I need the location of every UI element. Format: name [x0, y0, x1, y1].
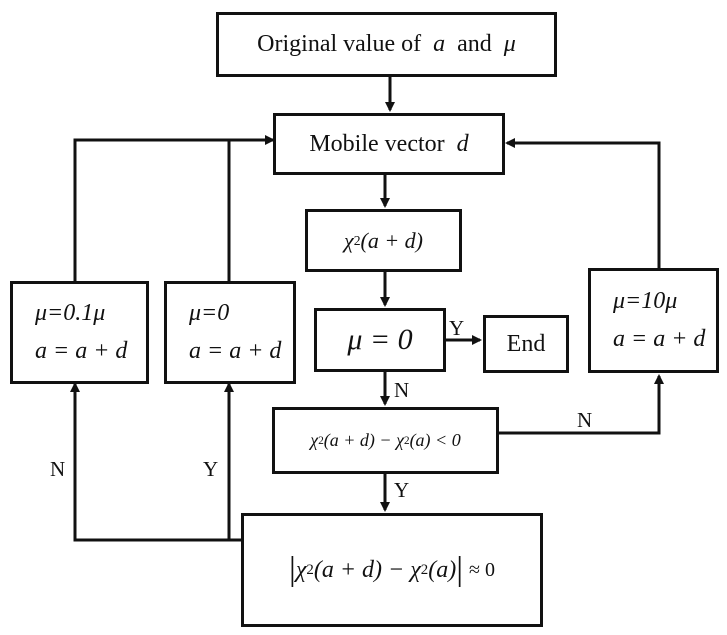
label-mu-test-no: N — [394, 378, 410, 402]
label-abs-no: N — [50, 457, 66, 481]
mobile-vector-box: Mobile vector d — [273, 113, 505, 175]
start-var-a: a — [433, 31, 446, 57]
abs-bar-open: | — [289, 551, 296, 588]
label-diff-no: N — [577, 408, 593, 432]
mu-zero-test-box: μ = 0 — [314, 308, 446, 372]
diff-chi1: χ — [310, 430, 319, 450]
mu-zero-test-text: μ = 0 — [347, 323, 413, 356]
abs-args2: (a) — [428, 556, 457, 583]
mu-decrease-box: μ=0.1μ a = a + d — [10, 281, 149, 384]
abs-bar-close: | — [456, 551, 463, 588]
end-box: End — [483, 315, 569, 373]
abs-chi2: χ — [410, 556, 421, 583]
mu-increase-line2: a = a + d — [613, 325, 706, 352]
diff-chi2: χ — [396, 430, 404, 450]
label-abs-yes: Y — [203, 457, 219, 481]
chi-symbol: χ — [344, 227, 354, 253]
mu-reset-line1: μ=0 — [189, 300, 230, 327]
start-and: and — [457, 31, 492, 57]
chi-args: (a + d) — [360, 227, 424, 253]
mobile-var-d: d — [456, 130, 469, 157]
abs-approx: ≈ 0 — [469, 558, 495, 581]
arrow-mu-large-to-mobile — [505, 138, 661, 268]
diff-args2: (a) < 0 — [409, 430, 461, 450]
start-box: Original value of a and μ — [216, 12, 557, 77]
mu-increase-box: μ=10μ a = a + d — [588, 268, 719, 373]
end-text: End — [506, 330, 546, 357]
start-text: Original value of — [257, 31, 422, 57]
start-var-mu: μ — [503, 31, 516, 57]
arrow-abs-to-mu-small — [70, 382, 241, 542]
mu-reset-box: μ=0 a = a + d — [164, 281, 296, 384]
label-mu-test-yes: Y — [449, 316, 465, 340]
arrow-mu-small-to-mobile — [73, 135, 275, 281]
arrow-diff-to-mu-large — [499, 374, 664, 435]
abs-chi1: χ — [295, 556, 307, 583]
mu-decrease-line2: a = a + d — [35, 337, 128, 364]
mu-increase-line1: μ=10μ — [613, 288, 678, 315]
abs-args1: (a + d) − — [313, 556, 405, 583]
mu-decrease-line1: μ=0.1μ — [35, 300, 106, 327]
mobile-text: Mobile vector — [309, 130, 445, 157]
label-diff-yes: Y — [394, 478, 410, 502]
diff-args1: (a + d) − — [323, 430, 392, 450]
mu-reset-line2: a = a + d — [189, 337, 282, 364]
